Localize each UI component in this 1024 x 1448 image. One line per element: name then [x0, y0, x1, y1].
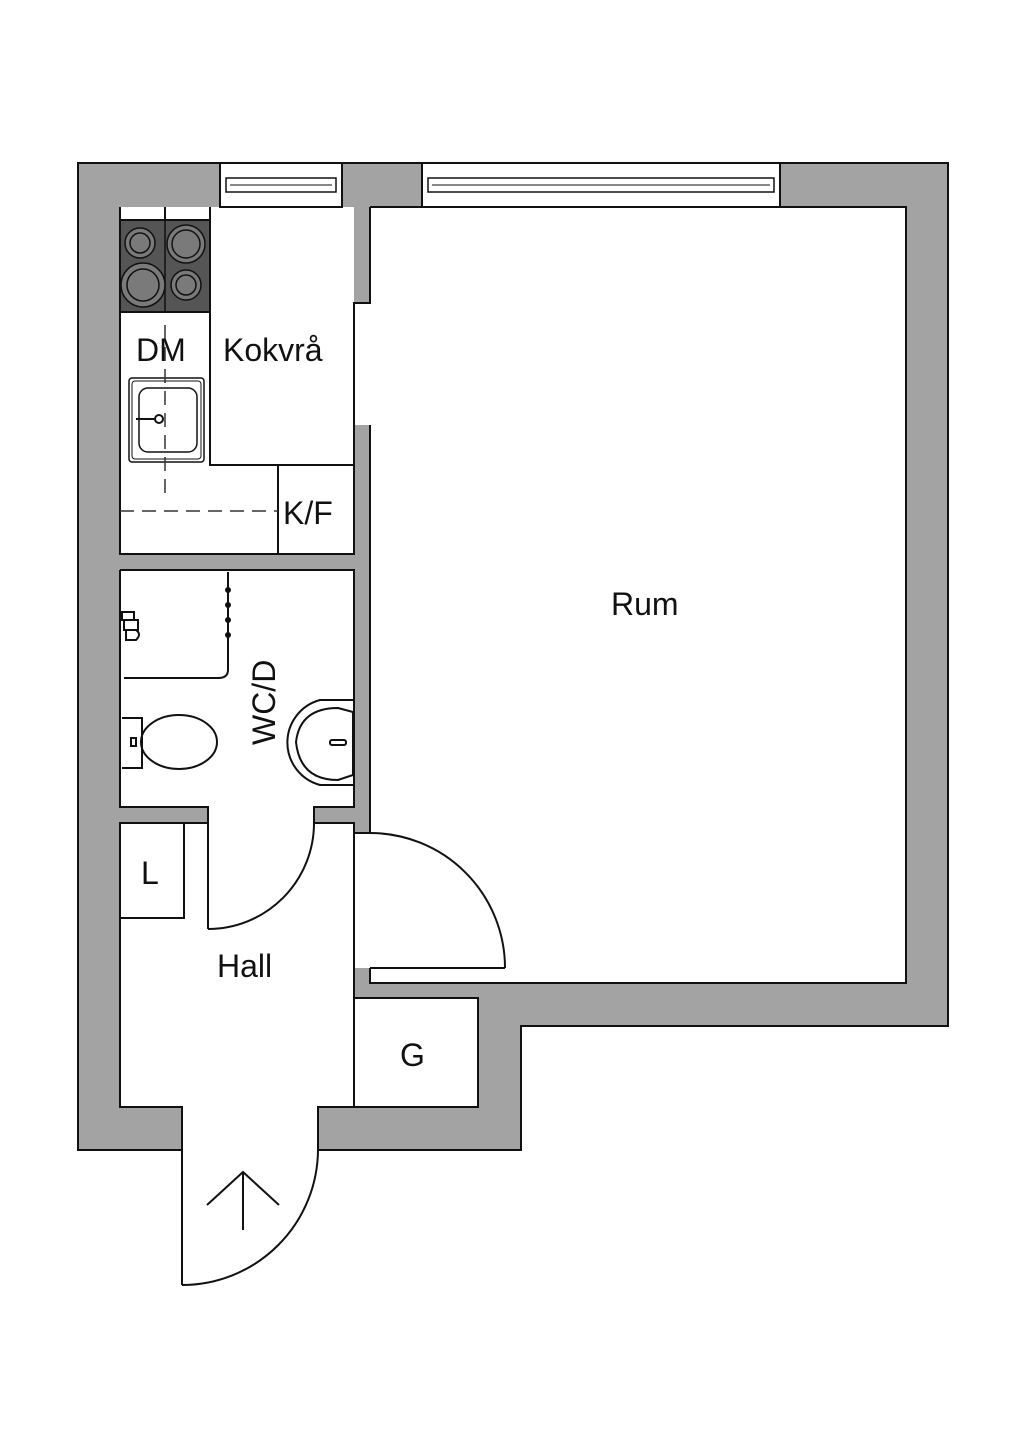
entrance-arrow-icon [206, 1170, 280, 1230]
label-living-room: Rum [611, 586, 679, 622]
stove-icon [119, 219, 211, 313]
sink-icon [128, 377, 205, 463]
dishwasher-dashed-lines [120, 325, 278, 512]
entrance-door[interactable] [78, 1149, 521, 1286]
label-linen-closet: L [141, 855, 159, 891]
label-bathroom: WC/D [246, 660, 282, 745]
living-room-area [370, 207, 906, 983]
shower-mixer-icon [121, 611, 140, 641]
label-dishwasher: DM [136, 332, 186, 368]
living-room-doorway [353, 833, 371, 968]
bathroom-door[interactable] [207, 822, 315, 930]
window-kitchen [219, 162, 343, 208]
wardrobe-area [354, 998, 478, 1107]
kitchen-opening [353, 303, 371, 425]
hall-area [120, 823, 354, 1107]
shower-curtain [124, 572, 231, 679]
label-hall: Hall [217, 948, 272, 984]
label-wardrobe: G [400, 1037, 425, 1073]
entrance-doorway [182, 1106, 318, 1151]
label-kitchen: Kokvrå [223, 332, 323, 368]
bathroom-area [120, 570, 354, 807]
toilet-icon [122, 714, 218, 770]
linen-closet [119, 822, 185, 919]
window-living-room [421, 162, 781, 208]
washbasin-icon [286, 699, 354, 786]
bathroom-doorway [207, 806, 315, 824]
living-room-door[interactable] [369, 832, 506, 969]
label-fridge-freezer: K/F [283, 495, 333, 531]
